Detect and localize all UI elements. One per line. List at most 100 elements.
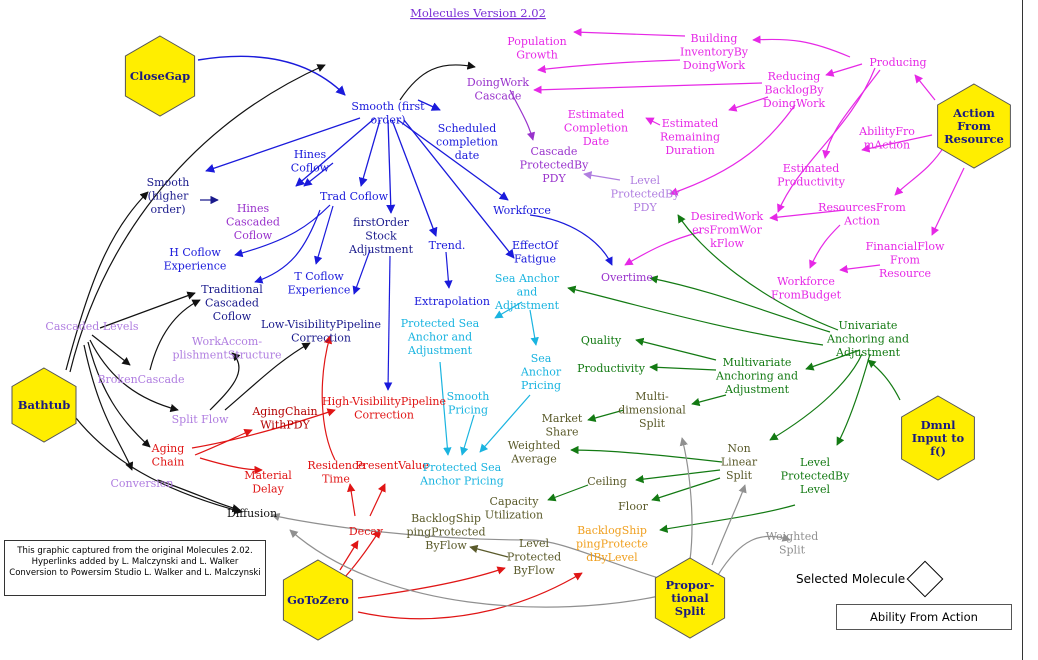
node-label-line: Hines	[294, 148, 327, 161]
node-trend[interactable]: Trend.	[429, 239, 466, 252]
node-floor[interactable]: Floor	[618, 500, 648, 513]
node-label-line: mAction	[864, 139, 910, 152]
node-ceiling[interactable]: Ceiling	[587, 475, 627, 488]
hexagon-shape[interactable]	[654, 557, 726, 639]
node-overtime[interactable]: Overtime	[601, 271, 653, 284]
node-productivity[interactable]: Productivity	[577, 362, 646, 375]
hexagon-shape[interactable]	[282, 559, 354, 641]
node-brokencascade[interactable]: BrokenCascade	[97, 373, 184, 386]
node-splitflow[interactable]: Split Flow	[172, 413, 229, 426]
hexagon-gotozero[interactable]: GoToZero	[282, 559, 354, 641]
hexagon-label: CloseGap	[130, 69, 190, 83]
node-conversion[interactable]: Conversion	[111, 477, 174, 490]
node-label-line: Estimated	[568, 108, 625, 121]
diagram-title[interactable]: Molecules Version 2.02	[410, 6, 546, 20]
node-agingchain[interactable]: AgingChain	[151, 442, 185, 469]
arrow-green	[805, 349, 861, 371]
node-label-line: Decay	[349, 525, 384, 538]
node-label-line: Anchor	[520, 366, 562, 379]
node-label-line: Cascaded	[226, 216, 280, 229]
hexagon-shape[interactable]	[124, 35, 196, 117]
arrow-green	[567, 285, 824, 346]
node-quality[interactable]: Quality	[581, 334, 622, 347]
hexagon-shape[interactable]	[937, 83, 1011, 169]
node-label-line: Protected Sea	[423, 461, 502, 474]
node-presentvalue[interactable]: PresentValue	[355, 459, 428, 472]
hexagon-bathtub[interactable]: Bathtub	[11, 367, 77, 443]
arrow-blue	[352, 249, 371, 295]
arrow-green	[587, 409, 625, 423]
node-extrapolation[interactable]: Extrapolation	[414, 295, 490, 308]
arrow-magenta	[894, 144, 946, 196]
arrow-blue	[358, 119, 381, 187]
node-cascadedlevels[interactable]: Cascaded Levels	[45, 320, 138, 333]
node-workaccom[interactable]: WorkAccom-plishmentStructure	[173, 335, 282, 362]
node-workforce[interactable]: Workforce	[493, 204, 551, 217]
node-label-line: Residence	[307, 459, 364, 472]
arrow-green	[769, 353, 863, 441]
node-label-line: Conversion	[111, 477, 174, 490]
node-label-line: Smooth (first	[351, 100, 425, 113]
node-diffusion[interactable]: Diffusion	[227, 507, 277, 520]
node-producing[interactable]: Producing	[869, 56, 926, 69]
node-tradcoflow[interactable]: Trad Coflow	[320, 190, 389, 203]
hexagon-closegap[interactable]: CloseGap	[124, 35, 196, 117]
node-label-line: ProtectedBy	[781, 470, 850, 483]
hexagon-shape[interactable]	[901, 395, 975, 481]
arrow-red	[369, 483, 386, 517]
node-decay[interactable]: Decay	[349, 525, 384, 538]
hexagon-shape[interactable]	[11, 367, 77, 443]
node-label-line: Correction	[354, 409, 414, 422]
